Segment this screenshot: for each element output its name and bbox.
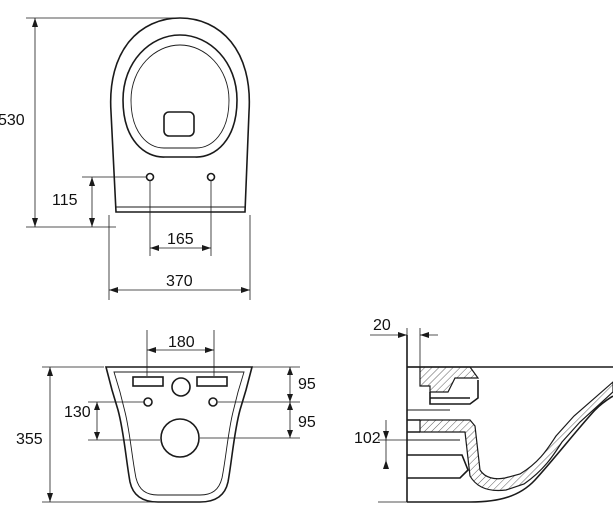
dim-label-95-upper: 95	[298, 376, 316, 393]
top-view-mount-hole-right	[206, 172, 216, 182]
top-view-seat-outer	[122, 34, 238, 158]
top-view-mount-hole-left	[145, 172, 155, 182]
side-view-outlet-pipe	[407, 419, 469, 479]
side-view-section-hatch	[407, 366, 480, 393]
dim-label-370: 370	[166, 273, 193, 290]
dim-label-102: 102	[354, 430, 381, 447]
side-view-inlet-channel	[429, 380, 479, 405]
rear-view-outlet	[160, 418, 200, 458]
dim-label-165: 165	[167, 231, 194, 248]
rear-view: 180 355 130 95 95	[16, 330, 316, 503]
top-view-seat-inner	[130, 44, 230, 149]
dim-label-115: 115	[52, 192, 78, 209]
side-view-outlet-section	[419, 381, 613, 492]
rear-view-water-inlet	[171, 377, 191, 397]
rear-view-mount-hole-right	[208, 397, 218, 407]
top-view-drain-pad	[163, 111, 195, 137]
dim-label-20: 20	[373, 317, 391, 334]
rear-view-slot-left	[132, 376, 164, 387]
top-view-bowl-outline	[109, 17, 251, 213]
dim-label-180: 180	[168, 334, 195, 351]
rear-view-outline	[104, 366, 254, 503]
dim-label-95-lower: 95	[298, 414, 316, 431]
rear-view-inner-outline	[113, 371, 245, 496]
top-view: 530 115 165 370	[0, 17, 251, 300]
dim-label-130: 130	[64, 404, 91, 421]
dim-label-530: 530	[0, 112, 25, 129]
rear-view-mount-hole-left	[143, 397, 153, 407]
rear-view-slot-right	[196, 376, 228, 387]
side-view: 20 102	[354, 317, 613, 503]
dim-label-355: 355	[16, 431, 43, 448]
